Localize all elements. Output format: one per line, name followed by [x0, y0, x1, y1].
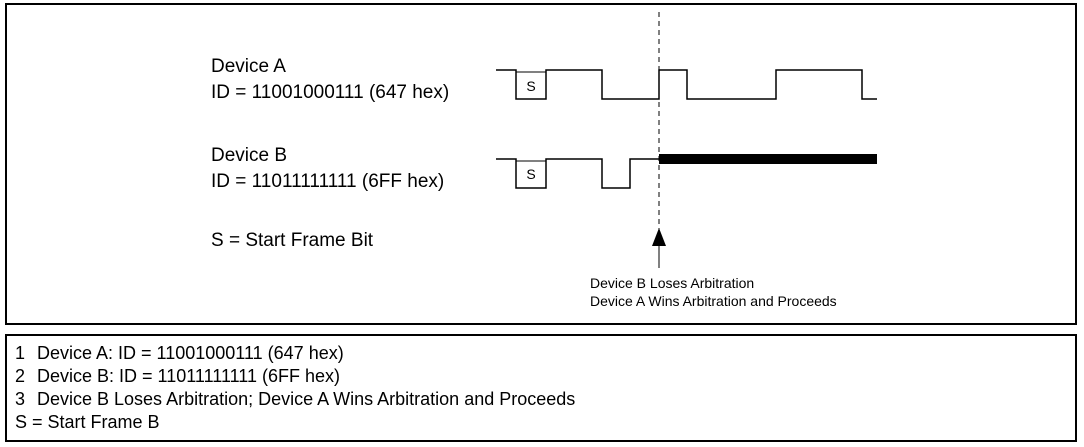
legend-item-1: 1 Device A: ID = 11001000111 (647 hex): [15, 343, 344, 363]
arbitration-arrowhead: [652, 228, 666, 246]
arrow-caption-1: Device B Loses Arbitration: [590, 275, 754, 291]
device-b-name: Device B: [211, 145, 287, 166]
arrow-caption-2: Device A Wins Arbitration and Proceeds: [590, 293, 837, 309]
device-a-start-bit-label: S: [526, 78, 535, 94]
legend-item-3: 3 Device B Loses Arbitration; Device A Wi…: [15, 389, 575, 409]
device-a-waveform: [496, 69, 877, 100]
legend-number: 2: [15, 366, 26, 386]
legend-number: 1: [15, 343, 26, 363]
legend-text: Device B Loses Arbitration; Device A Win…: [37, 389, 576, 409]
device-b-waveform: [496, 158, 659, 189]
legend-text: Device B: ID = 11011111111 (6FF hex): [37, 366, 340, 386]
diagram-frame: [5, 3, 1077, 325]
device-a-start-bit-box: [515, 71, 547, 100]
arbitration-diagram: Device A ID = 11001000111 (647 hex) S De…: [211, 12, 877, 309]
legend-number: 3: [15, 389, 26, 409]
device-a-id: ID = 11001000111 (647 hex): [211, 82, 449, 103]
legend-text: Device A: ID = 11001000111 (647 hex): [37, 343, 344, 363]
device-b-id: ID = 11011111111 (6FF hex): [211, 171, 444, 192]
device-b-start-bit-label: S: [526, 166, 535, 182]
legend-item-2: 2 Device B: ID = 11011111111 (6FF hex): [15, 366, 340, 386]
device-b-lost-bar: [659, 154, 877, 164]
legend-item-s: S = Start Frame B: [15, 412, 160, 432]
start-bit-note: S = Start Frame Bit: [211, 230, 374, 251]
device-b-start-bit-box: [515, 160, 547, 189]
legend-text: S = Start Frame B: [15, 412, 160, 432]
device-a-name: Device A: [211, 56, 286, 77]
